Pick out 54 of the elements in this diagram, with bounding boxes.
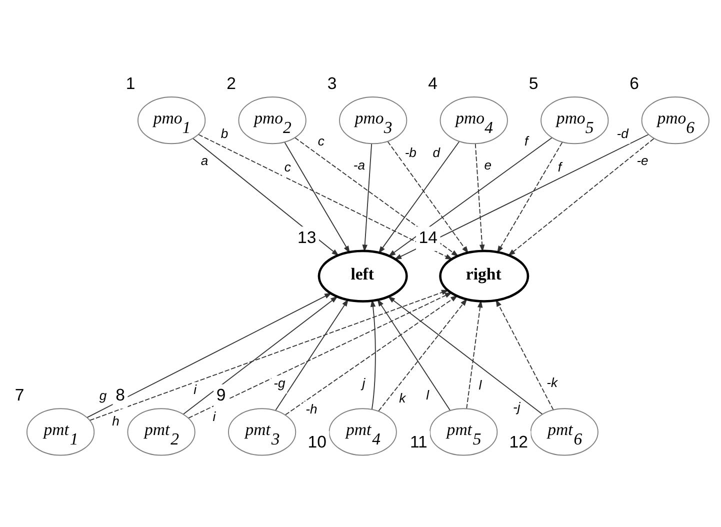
node-label: 4 <box>428 73 438 92</box>
arrow <box>496 298 554 410</box>
edge-label: -b <box>404 144 416 160</box>
edge-label: b <box>220 126 228 141</box>
edge-label: h <box>112 413 120 428</box>
node-label: 5 <box>528 73 538 92</box>
edge-label: c <box>284 158 291 174</box>
edge-label: f <box>558 158 562 174</box>
node-label: 14 <box>418 227 438 246</box>
edge-label: c <box>318 133 324 148</box>
edge-label: f <box>524 133 528 148</box>
arrow <box>284 141 350 253</box>
edge-label: l <box>426 387 430 402</box>
edge-label: e <box>484 157 492 172</box>
node-label: 8 <box>116 385 125 404</box>
edge-label: -d <box>616 126 628 141</box>
edge-label: i <box>194 381 197 396</box>
arrow <box>362 142 372 252</box>
edge-label: -a <box>353 157 366 172</box>
arrow <box>275 298 349 410</box>
node-label: 10 <box>308 432 326 451</box>
edge-label: j <box>362 374 366 390</box>
arrow <box>387 140 469 254</box>
edge-label: -g <box>274 375 286 390</box>
node-label: 1 <box>126 73 136 92</box>
arrow <box>388 296 543 414</box>
edge-label: k <box>399 390 406 405</box>
arrow <box>388 136 552 256</box>
node-label: 3 <box>327 73 337 92</box>
node-label: 13 <box>298 227 316 246</box>
node-label: 12 <box>509 432 528 451</box>
arrow <box>86 292 332 418</box>
arrow <box>474 142 485 252</box>
edge-label: a <box>200 152 208 168</box>
arrow <box>378 140 460 254</box>
edge-label: g <box>99 387 107 402</box>
edge-label: i <box>212 408 216 424</box>
edge-label: -e <box>636 152 648 168</box>
node-label: 7 <box>14 385 24 404</box>
edge-label: d <box>432 144 440 160</box>
edge-label: -h <box>306 400 318 416</box>
node-label: 6 <box>630 73 640 92</box>
edge-label: -k <box>546 374 558 390</box>
arrow <box>378 298 468 412</box>
arrow <box>377 298 451 410</box>
node-label: 11 <box>410 432 428 451</box>
arrow <box>508 138 654 256</box>
arrow <box>285 294 458 415</box>
node-label: 2 <box>226 73 236 92</box>
arrow <box>466 300 483 408</box>
arrow <box>182 296 338 414</box>
arrow <box>192 138 340 256</box>
node-label: 9 <box>216 385 226 404</box>
edge-label: l <box>478 376 482 392</box>
